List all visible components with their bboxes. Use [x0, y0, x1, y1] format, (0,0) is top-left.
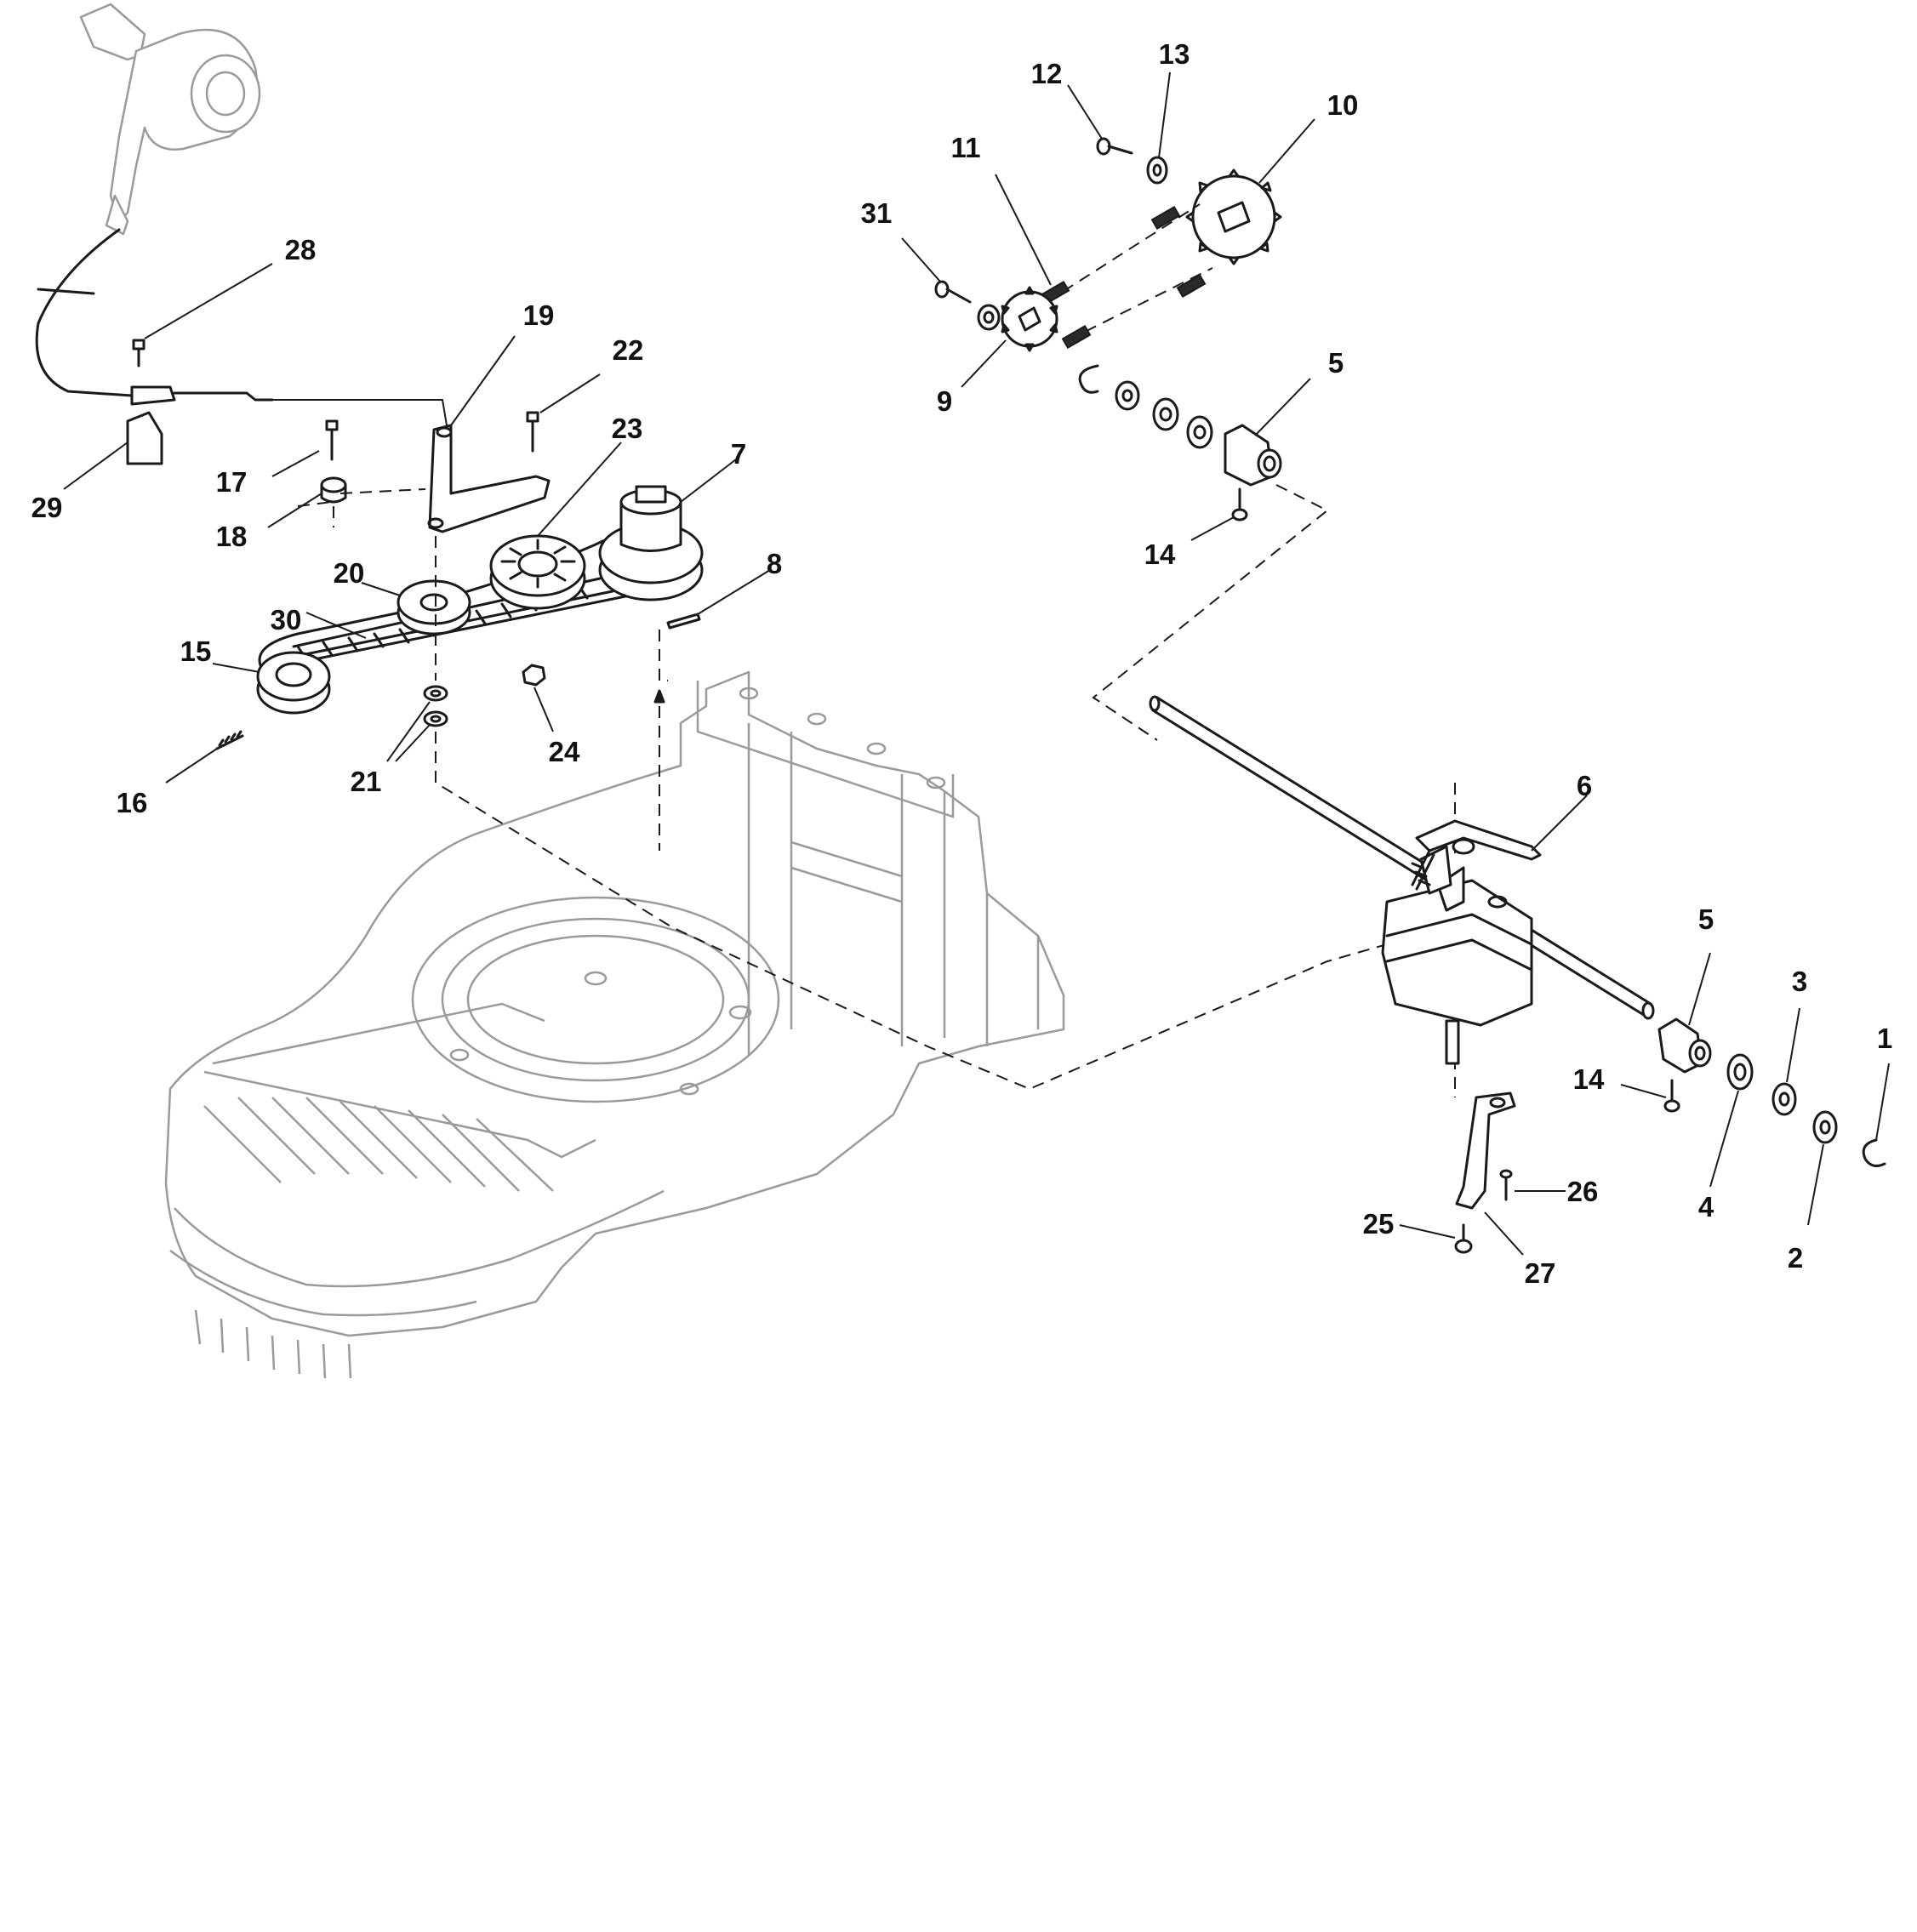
- callout-17: 17: [216, 466, 248, 498]
- callout-12: 12: [1031, 58, 1063, 89]
- callout-4: 4: [1698, 1191, 1714, 1222]
- callout-11: 11: [951, 132, 981, 163]
- part-5-bearing-upper: [1224, 378, 1311, 487]
- part-1-circlip: [1862, 1063, 1890, 1167]
- washer-near-31: [977, 304, 1001, 331]
- part-15-pulley: [212, 651, 331, 715]
- part-12-bolt: [1067, 84, 1133, 156]
- part-20-idler-pulley: [361, 579, 471, 635]
- part-18-bushing: [267, 476, 347, 528]
- callout-24: 24: [549, 736, 580, 767]
- part-19-lever-arm: [427, 335, 551, 533]
- part-23-pulley: [489, 442, 622, 610]
- callout-9: 9: [937, 385, 952, 417]
- part-5-bearing-lower: [1657, 952, 1712, 1074]
- callout-16: 16: [117, 787, 148, 818]
- callout-5-lower: 5: [1698, 903, 1714, 935]
- part-26-screw: [1499, 1169, 1566, 1201]
- part-3-washer: [1772, 1007, 1800, 1116]
- part-28-screw: [132, 263, 273, 368]
- callout-22: 22: [613, 334, 644, 366]
- callout-labels: 1 2 3 4 5 5 6 7 8 9 10 11 12 13 14 14 15…: [31, 38, 1893, 1289]
- control-cable: [35, 228, 448, 426]
- callout-19: 19: [523, 299, 555, 331]
- mower-deck: [164, 670, 1065, 1379]
- callout-8: 8: [767, 548, 782, 579]
- callout-7: 7: [731, 438, 746, 470]
- callout-20: 20: [334, 557, 365, 589]
- part-9-sprocket: [961, 286, 1058, 388]
- callout-1: 1: [1877, 1023, 1892, 1054]
- part-31-bolt: [901, 237, 972, 304]
- part-4-bushing: [1709, 1053, 1754, 1188]
- part-14-screw-lower: [1620, 1079, 1680, 1113]
- rear-axle-shaft: [1149, 695, 1655, 1020]
- callout-21: 21: [351, 766, 382, 797]
- part-7-engine-pulley: [598, 459, 737, 601]
- callout-3: 3: [1792, 966, 1807, 997]
- callout-30: 30: [271, 604, 302, 635]
- callout-26: 26: [1567, 1176, 1599, 1207]
- shaft-washers-upper: [1078, 364, 1213, 449]
- part-17-screw: [271, 419, 339, 477]
- callout-25: 25: [1363, 1208, 1395, 1240]
- callout-14-upper: 14: [1144, 539, 1176, 570]
- callout-28: 28: [285, 234, 317, 265]
- callout-5-upper: 5: [1328, 347, 1344, 379]
- part-10-sprocket: [1185, 118, 1315, 265]
- callout-15: 15: [180, 635, 212, 667]
- part-24-nut: [522, 664, 554, 732]
- callout-31: 31: [861, 197, 893, 229]
- callout-13: 13: [1159, 38, 1190, 70]
- callout-2: 2: [1788, 1242, 1803, 1274]
- callout-10: 10: [1327, 89, 1359, 121]
- part-13-washer: [1146, 71, 1171, 185]
- part-29-bracket: [63, 411, 163, 490]
- callout-18: 18: [216, 521, 248, 552]
- part-21-washers: [386, 685, 448, 762]
- part-6-gearbox: [1381, 795, 1588, 1065]
- part-14-screw-upper: [1190, 487, 1248, 541]
- part-11-chain: [995, 174, 1213, 350]
- part-25-screw: [1399, 1223, 1473, 1254]
- part-2-washer: [1807, 1110, 1838, 1226]
- callout-14-lower: 14: [1573, 1063, 1605, 1095]
- drive-control-lever: [79, 3, 261, 236]
- part-8-key: [666, 569, 771, 630]
- callout-27: 27: [1525, 1257, 1556, 1289]
- part-27-bracket: [1455, 1091, 1524, 1256]
- callout-6: 6: [1577, 770, 1592, 801]
- part-16-spring: [165, 730, 244, 784]
- callout-29: 29: [31, 492, 63, 523]
- part-22-screw: [526, 373, 601, 453]
- callout-23: 23: [612, 413, 643, 444]
